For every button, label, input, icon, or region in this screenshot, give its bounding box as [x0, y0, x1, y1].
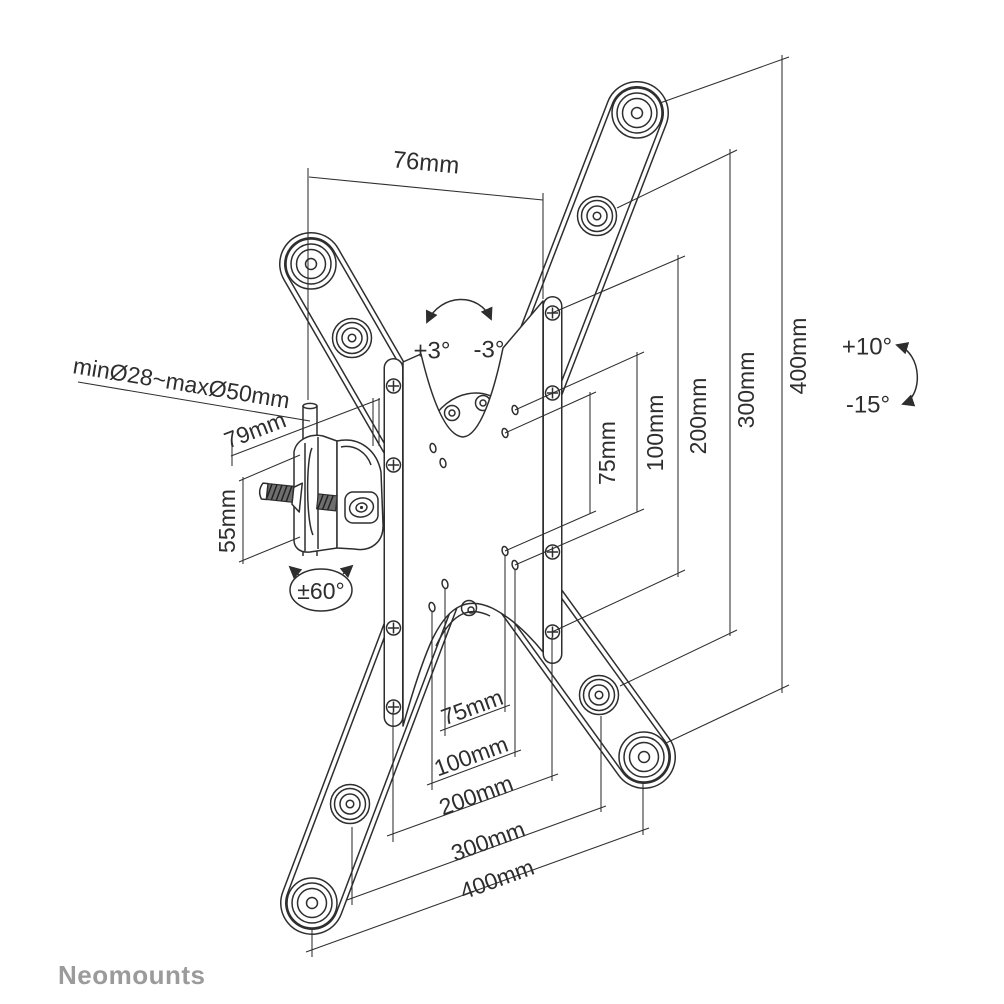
label-level-minus: -3°	[474, 337, 505, 364]
clamp-boss-plate	[344, 491, 379, 524]
vesa-plate-bottom-hole	[460, 599, 478, 617]
rail-screws	[385, 305, 561, 715]
screw-icon	[385, 457, 402, 473]
bushing-lower-left-mid	[329, 783, 371, 825]
dim-label-vesa-v-400: 400mm	[785, 318, 811, 395]
pole-clamp	[293, 434, 384, 553]
bushing-upper-right-tip	[611, 87, 663, 139]
label-tilt-down: -15°	[846, 392, 890, 419]
dim-label-clamp-height: 55mm	[214, 489, 240, 553]
swivel-ellipse	[289, 568, 353, 612]
dim-label-top-width: 76mm	[392, 146, 461, 179]
level-adjustment: +3° -3°	[414, 298, 505, 365]
tilt-rotation-arrow	[895, 342, 918, 407]
dim-label-pole-diameter: minØ28~maxØ50mm	[71, 352, 292, 413]
label-level-plus: +3°	[414, 338, 451, 365]
dim-label-vesa-v-200: 200mm	[685, 378, 711, 455]
bushing-upper-left-tip	[285, 238, 337, 290]
screw-icon	[385, 620, 402, 636]
vesa-plate	[402, 300, 544, 727]
dim-label-vesa-v-75: 75mm	[594, 421, 620, 485]
dim-label-vesa-v-100: 100mm	[642, 395, 668, 472]
tilt-annotation: +10° -15°	[842, 334, 918, 419]
bushing-lower-right-mid	[578, 674, 620, 716]
dim-label-vesa-v-300: 300mm	[733, 352, 759, 429]
vesa-plate-bottom-arch-inner	[435, 611, 491, 647]
swivel-arrow-right	[339, 564, 354, 578]
clamp-boss	[348, 497, 375, 518]
hinge-hole	[443, 404, 461, 422]
swivel-arrow-left	[288, 565, 303, 579]
bolt-tip	[258, 482, 269, 501]
swivel-annotation: ±60°	[288, 564, 354, 612]
bushing-upper-left-mid	[331, 317, 373, 359]
bushing-lower-right-tip	[618, 731, 670, 783]
bushing-upper-right-mid	[576, 195, 618, 237]
screw-icon	[385, 699, 402, 715]
level-rotation-arrow	[425, 298, 493, 324]
label-swivel-range: ±60°	[297, 578, 344, 604]
brand-logo: Neomounts	[58, 960, 206, 990]
dim-top-width: 76mm	[307, 146, 544, 400]
bushing-lower-left-tip	[286, 877, 338, 929]
clamp-bolt	[258, 482, 338, 513]
arm-bushings	[285, 87, 670, 929]
dim-clamp-height: 55mm	[214, 454, 301, 564]
dim-label-vesa-h-75: 75mm	[438, 684, 507, 730]
bolt-flange	[291, 482, 303, 513]
screw-icon	[385, 378, 402, 394]
label-tilt-up: +10°	[842, 334, 892, 361]
vesa-vertical-dims: 75mm 100mm 200mm 300mm 400mm	[504, 55, 811, 744]
